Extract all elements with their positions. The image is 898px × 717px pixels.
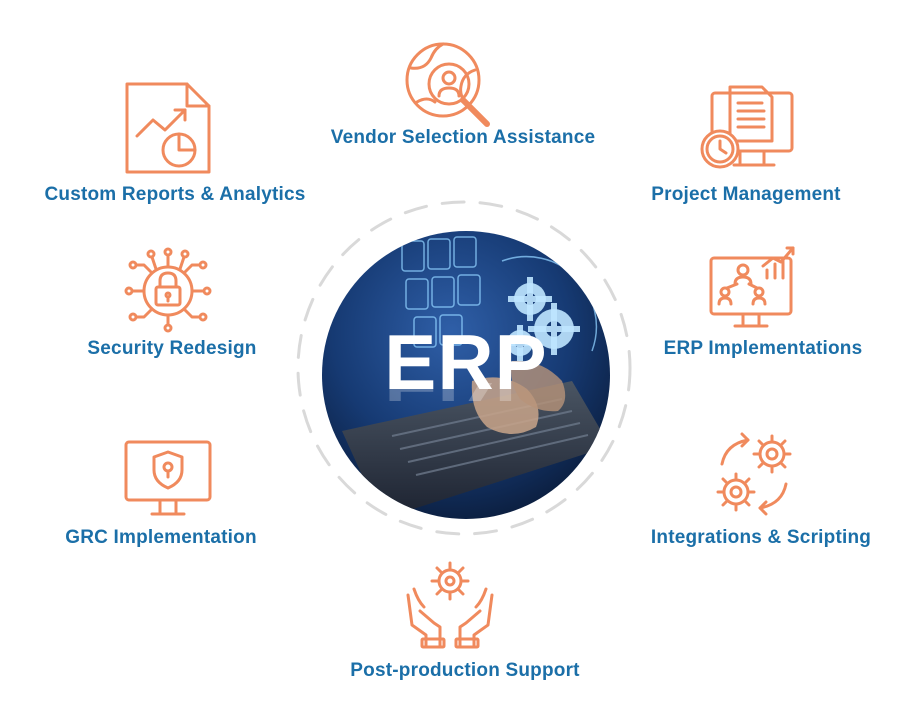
hub-title-reflection: ERP: [322, 371, 610, 401]
security-lock-network-icon: [122, 247, 214, 333]
support-hands-gear-icon: [402, 555, 498, 651]
service-label: Project Management: [651, 184, 841, 205]
service-label: Integrations & Scripting: [650, 527, 872, 548]
service-label: Post-production Support: [350, 660, 580, 681]
service-label: ERP Implementations: [663, 338, 863, 359]
service-label: Vendor Selection Assistance: [330, 127, 596, 148]
hub-title: ERP: [384, 318, 548, 406]
erp-implementation-icon: [707, 244, 797, 330]
service-label: Security Redesign: [87, 338, 257, 359]
service-label: GRC Implementation: [65, 527, 257, 548]
grc-monitor-shield-icon: [122, 438, 214, 520]
vendor-search-icon: [401, 40, 497, 130]
integration-gears-icon: [706, 428, 802, 520]
service-label: Custom Reports & Analytics: [44, 184, 306, 205]
report-chart-icon: [123, 80, 215, 176]
erp-hub: ERP ERP: [322, 231, 610, 519]
laptop-with-gears-photo: [322, 231, 610, 519]
dashed-ring: [296, 200, 632, 536]
project-management-icon: [700, 83, 796, 175]
